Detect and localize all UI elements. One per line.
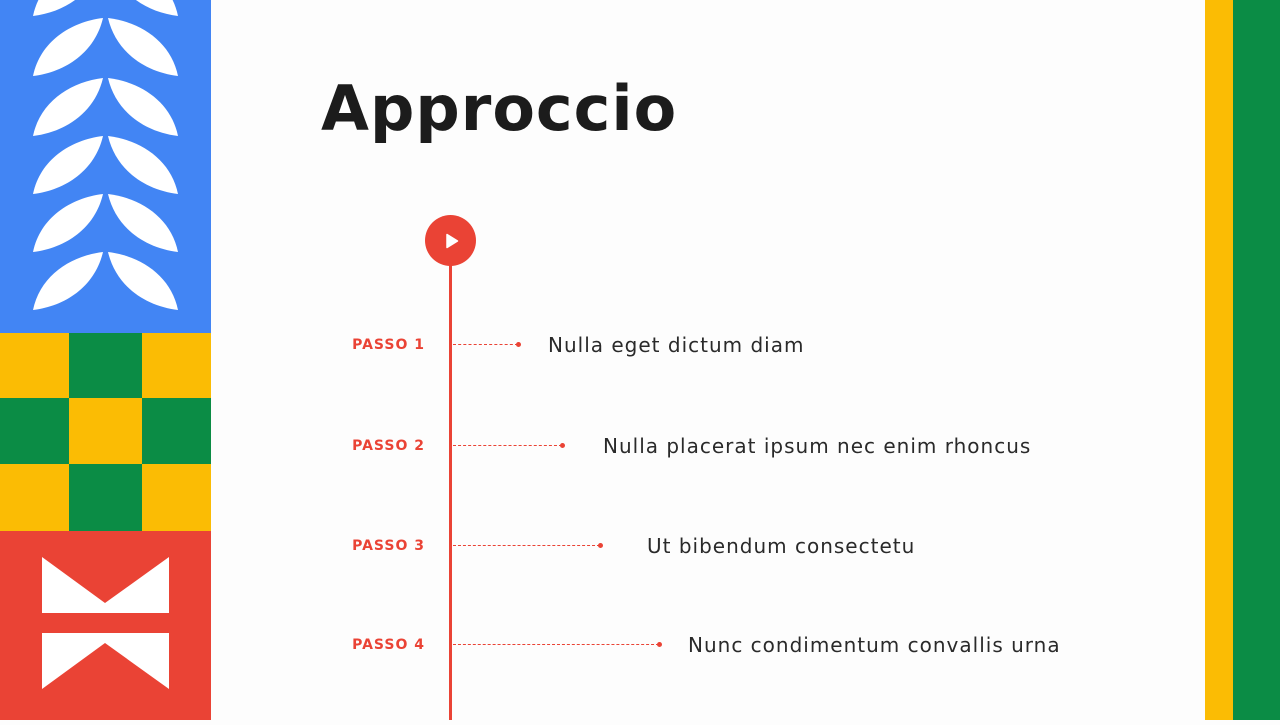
step-text: Nunc condimentum convallis urna xyxy=(688,633,1061,657)
leaf-pattern-block xyxy=(0,0,211,333)
connector-dot xyxy=(598,543,603,548)
leaf-shape xyxy=(108,252,178,310)
step-text: Nulla placerat ipsum nec enim rhoncus xyxy=(603,434,1032,458)
step-connector xyxy=(453,445,562,446)
step-label: PASSO 1 xyxy=(352,337,425,353)
leaf-shape xyxy=(33,252,103,310)
leaf-shape xyxy=(136,0,178,16)
bowtie-pattern-block xyxy=(0,531,211,720)
checker-cell xyxy=(142,333,211,398)
checker-cell xyxy=(69,333,142,398)
page-title: Approccio xyxy=(321,72,678,145)
leaf-pattern-icon xyxy=(0,0,211,333)
connector-dot xyxy=(560,443,565,448)
step-label: PASSO 2 xyxy=(352,438,425,454)
leaf-shape xyxy=(33,78,103,136)
checker-cell xyxy=(0,398,69,464)
checker-pattern xyxy=(0,333,211,531)
step-connector xyxy=(453,545,600,546)
connector-dot xyxy=(516,342,521,347)
timeline-step-2: PASSO 2 Nulla placerat ipsum nec enim rh… xyxy=(0,431,1205,461)
checker-cell xyxy=(142,464,211,531)
step-connector xyxy=(453,644,659,645)
checker-cell xyxy=(69,398,142,464)
leaf-shape xyxy=(33,194,103,252)
leaf-shape xyxy=(108,136,178,194)
step-text: Ut bibendum consectetu xyxy=(647,534,916,558)
leaf-shape xyxy=(108,78,178,136)
connector-dot xyxy=(657,642,662,647)
checker-cell xyxy=(69,464,142,531)
bowtie-pattern-icon xyxy=(0,531,211,720)
leaf-shape xyxy=(108,18,178,76)
checker-cell xyxy=(0,464,69,531)
checker-cell xyxy=(142,398,211,464)
step-text: Nulla eget dictum diam xyxy=(548,333,805,357)
timeline-step-3: PASSO 3 Ut bibendum consectetu xyxy=(0,531,1205,561)
checker-cell xyxy=(0,333,69,398)
leaf-shape xyxy=(33,18,103,76)
play-button[interactable] xyxy=(425,215,476,266)
left-decorative-panel xyxy=(0,0,211,720)
timeline-step-1: PASSO 1 Nulla eget dictum diam xyxy=(0,330,1205,360)
leaf-shape xyxy=(108,194,178,252)
step-label: PASSO 4 xyxy=(352,637,425,653)
timeline-step-4: PASSO 4 Nunc condimentum convallis urna xyxy=(0,630,1205,660)
leaf-shape xyxy=(33,0,75,16)
yellow-side-stripe xyxy=(1205,0,1233,720)
green-side-stripe xyxy=(1233,0,1280,720)
checker-pattern-block xyxy=(0,333,211,531)
step-label: PASSO 3 xyxy=(352,538,425,554)
play-icon xyxy=(445,233,458,248)
leaf-shape xyxy=(33,136,103,194)
step-connector xyxy=(453,344,518,345)
timeline-line xyxy=(449,262,452,720)
